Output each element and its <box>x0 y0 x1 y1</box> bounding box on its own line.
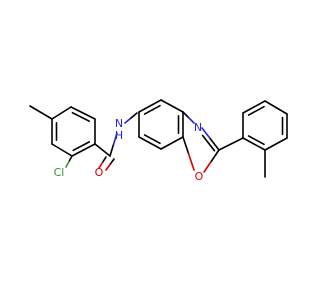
carbonyl-double-2-b <box>105 163 111 171</box>
amide-hydrogen-label: H <box>115 129 123 142</box>
chlorine-atom-label: Cl <box>54 166 65 179</box>
ring-d-bond-1 <box>242 137 266 151</box>
aryl-link-bond <box>218 137 244 151</box>
oxazole-c-n-bond-b <box>187 116 195 124</box>
oxazole-o-c2-bond-b <box>210 149 220 162</box>
oxazole-double <box>201 134 216 152</box>
ring-b-bond-1 <box>138 99 162 113</box>
ring-b-double-3 <box>143 134 161 145</box>
ring-d-bond-2 <box>264 137 288 151</box>
oxazole-o-c2-bond-a <box>203 160 213 173</box>
ring-b-bond-4 <box>160 136 184 150</box>
ring-b-double-1 <box>143 104 161 115</box>
atom-labels: Cl O N H N O <box>54 117 204 183</box>
oxazole-c-n-bond-a <box>182 111 190 119</box>
ring-a-bond-5 <box>71 143 96 157</box>
amide-bond-a <box>109 143 115 157</box>
ring-d-double-3 <box>247 105 265 116</box>
bonds <box>29 99 288 178</box>
oxazole-n-c2-bond-a <box>201 127 212 140</box>
carbonyl-double-2-a <box>109 158 115 166</box>
ring-a-bond-1 <box>70 106 96 120</box>
ring-b-bond-5 <box>138 136 162 150</box>
oxazole-oxygen-label: O <box>195 170 204 183</box>
amine-ring-bond-b <box>130 112 138 119</box>
ring-a-double-1 <box>71 111 91 122</box>
ring-a-double-3 <box>72 141 91 152</box>
ring-d-double-1 <box>247 135 265 146</box>
amide-nitrogen-label: N <box>115 117 123 130</box>
chlorine-bond-b <box>65 160 70 168</box>
methyl-left-bond <box>29 105 53 120</box>
carbonyl-oxygen-label: O <box>95 166 104 179</box>
carbonyl-double-1-b <box>98 161 104 169</box>
oxazole-nitrogen-label: N <box>194 121 202 134</box>
ring-a-bond-2 <box>51 106 72 120</box>
carbonyl-double-1-a <box>101 156 107 164</box>
ring-a-bond-4 <box>51 143 73 157</box>
oxazole-c-o-bond-b <box>187 152 195 171</box>
carbonyl-carbon-bond <box>94 143 111 157</box>
molecule-canvas: Cl O N H N O <box>29 99 288 183</box>
ring-d-bond-4 <box>264 100 288 115</box>
amine-ring-bond-a <box>124 117 132 124</box>
amide-bond-b <box>112 132 118 146</box>
chlorine-bond-a <box>68 155 73 163</box>
molecule-structure: Cl O N H N O <box>29 99 288 183</box>
ring-b-bond-2 <box>160 99 184 113</box>
oxazole-n-c2-bond-b <box>209 138 220 151</box>
ring-d-bond-5 <box>242 100 266 114</box>
oxazole-c-o-bond-a <box>182 136 190 155</box>
